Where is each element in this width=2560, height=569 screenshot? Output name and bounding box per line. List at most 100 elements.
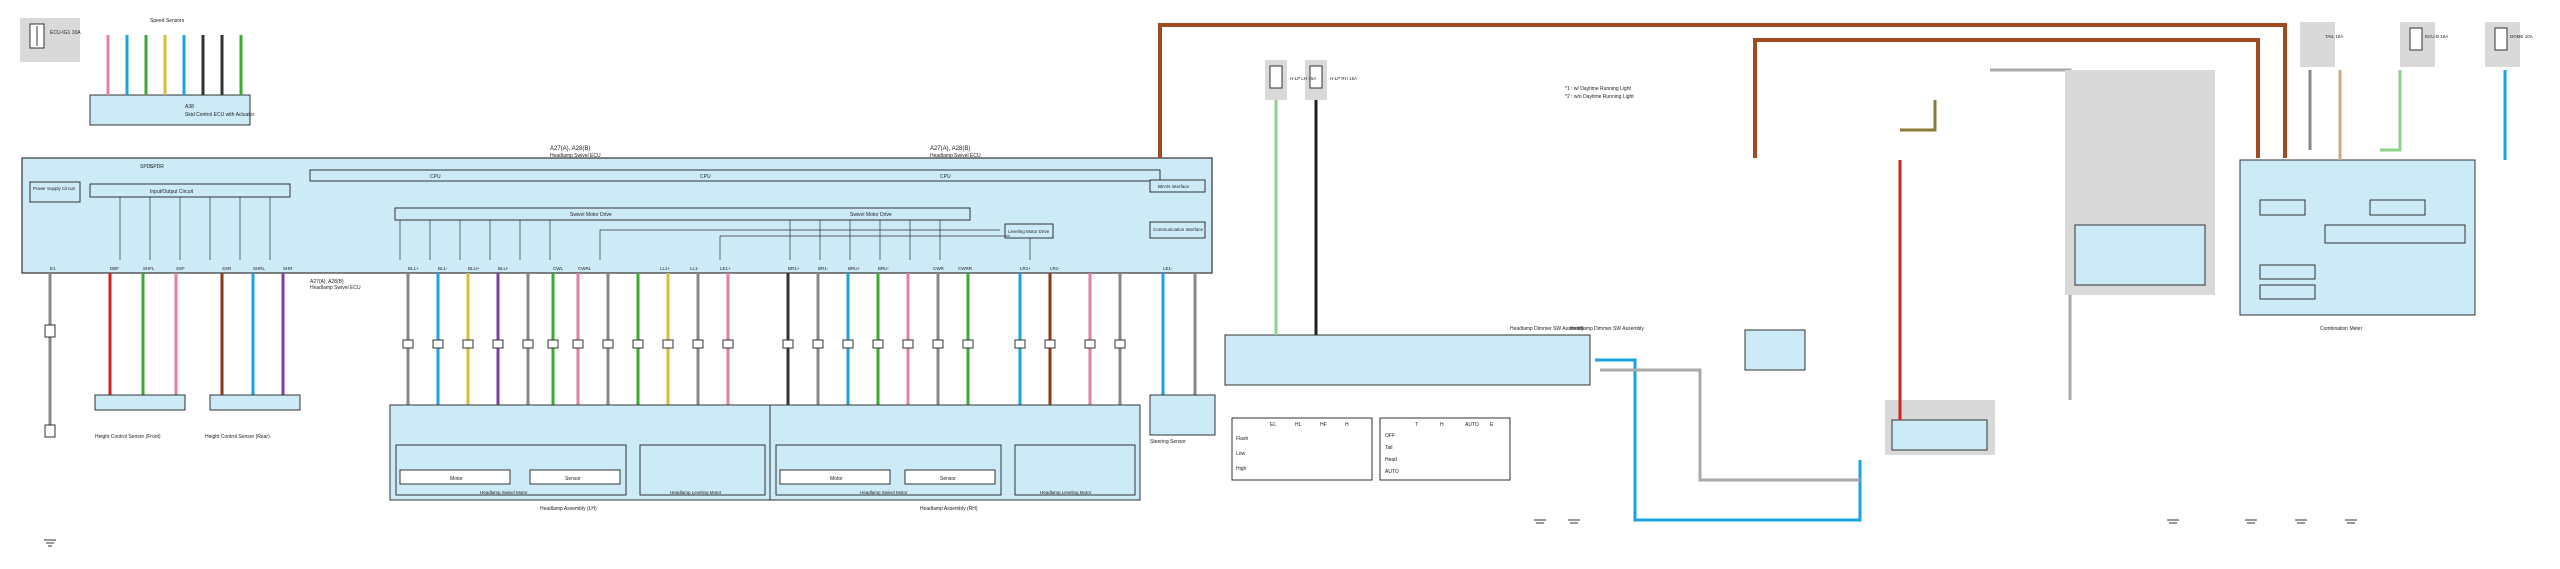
swivel-motor-box-rh — [775, 444, 1002, 496]
pin-label: SHFL — [143, 266, 155, 271]
pin-label: CWL — [553, 266, 563, 271]
leveling-motor-drive — [1004, 223, 1054, 239]
table-col-label: E — [1490, 422, 1494, 428]
pin-label: CWRL — [578, 266, 592, 271]
ecu-id-label: A38 — [185, 104, 194, 110]
ecu-main-name-3: A27(A), A28(B) — [310, 279, 344, 285]
internal-label: Leveling Motor Drive — [1008, 229, 1050, 234]
pin-label: BL1+ — [408, 266, 419, 271]
pin-label: LL1- — [690, 266, 700, 271]
cpu-label: CPU — [430, 174, 441, 180]
pin-label: LR1+ — [1020, 266, 1031, 271]
pin-label: BLU+ — [468, 266, 480, 271]
fuse-icon — [2494, 27, 2508, 51]
component-label: Height Control Sensor (Rear) — [205, 434, 270, 440]
table-col-label: H — [1345, 422, 1349, 428]
internal-label: Communication Interface — [1153, 227, 1204, 232]
component-label: Combination Meter — [2320, 326, 2363, 332]
meter-block — [2369, 199, 2426, 216]
pin-label: E1 — [50, 266, 56, 271]
sensor-label: Sensor — [565, 476, 581, 482]
pin-label: BR1+ — [788, 266, 800, 271]
component-label: Headlamp Dimmer SW Assembly — [1510, 326, 1584, 332]
connector-blocks — [44, 324, 1126, 438]
component-label: Headlamp Dimmer SW Assembly — [1570, 326, 1644, 332]
brown-bus — [1158, 23, 2287, 158]
table-row-label: High — [1236, 466, 1247, 472]
pin-label: SPDR — [150, 164, 164, 170]
internal-label: Swivel Motor Drive — [570, 212, 612, 218]
dimmer-switch-assembly — [1224, 334, 1591, 386]
relay-box — [1891, 419, 1988, 451]
right-mid-wires — [1898, 68, 2072, 420]
headlamp-assembly-rh — [769, 404, 1141, 501]
meter-block — [2259, 264, 2316, 280]
relay-panel — [1744, 329, 1806, 371]
meter-block — [2259, 199, 2306, 216]
table-col-label: HF — [1320, 422, 1327, 428]
meter-block — [2259, 284, 2316, 300]
pin-label: LR1- — [1050, 266, 1060, 271]
component-label: Height Control Sensor (Front) — [95, 434, 161, 440]
meter-circuit — [2324, 224, 2466, 244]
table-col-label: EL — [1270, 422, 1276, 428]
table-row-label: Flash — [1236, 436, 1248, 442]
pin-label: SPDL — [140, 164, 153, 170]
headlamp-assembly-lh — [389, 404, 771, 501]
component-label: Headlamp Assembly (LH) — [540, 506, 597, 512]
table-row-label: Tail — [1385, 445, 1393, 451]
fuse-label: ECU-B 10A — [2425, 34, 2448, 39]
note-text: *1 : w/ Daytime Running Light — [1565, 86, 1631, 92]
motor-label: Motor — [450, 476, 463, 482]
ecu-name-label: Skid Control ECU with Actuator — [185, 112, 255, 118]
fuse-box-right — [2300, 22, 2335, 67]
swivel-motor-drive — [394, 207, 971, 221]
height-sensor-front — [94, 394, 186, 411]
skid-control-ecu — [89, 94, 251, 126]
internal-label: Swivel Motor Drive — [850, 212, 892, 218]
cpu-bar-top — [309, 169, 1161, 182]
leveling-motor-box — [639, 444, 766, 496]
ecu-main-name: A27(A), A28(B) — [550, 146, 590, 152]
light-table-rows: Flash Low High EL HL HF H — [1236, 422, 1349, 472]
component-label: Steering Sensor — [1150, 439, 1186, 445]
bean-interface — [1149, 179, 1206, 193]
ecu-main-subname-3: Headlamp Swivel ECU — [310, 285, 361, 291]
pin-label: CWR — [933, 266, 944, 271]
fuse-icon — [2409, 27, 2423, 51]
motor-box-rh — [779, 469, 891, 485]
right-wires — [2308, 70, 2507, 160]
communication-interface — [1149, 221, 1206, 239]
component-label: Headlamp Assembly (RH) — [920, 506, 978, 512]
table-row-label: Head — [1385, 457, 1397, 463]
sensor-box — [529, 469, 621, 485]
steering-sensor — [1149, 394, 1216, 436]
relay-inner — [2074, 224, 2206, 286]
fuse-box-topleft — [20, 18, 80, 62]
pin-label: SSR — [222, 266, 232, 271]
table-row-label: OFF — [1385, 433, 1395, 439]
pin-label: SHR — [283, 266, 293, 271]
swivel-motor-box — [395, 444, 627, 496]
pin-label: LL1+ — [660, 266, 671, 271]
leveling-motor-box-rh — [1014, 444, 1136, 496]
table-row-label: AUTO — [1385, 469, 1399, 475]
speed-sensor-arrows — [106, 35, 243, 95]
mid-wires — [1274, 100, 1862, 522]
pin-label: BRU- — [878, 266, 890, 271]
ground-symbols — [44, 519, 2357, 547]
sensor-box-rh — [904, 469, 996, 485]
fuse-label: H-LP RH 15A — [1330, 76, 1357, 81]
pin-label: LE1- — [1163, 266, 1173, 271]
fuse-label: DOME 10A — [2510, 34, 2533, 39]
table-col-label: AUTO — [1465, 422, 1479, 428]
motor-label: Headlamp Leveling Motor — [1040, 490, 1092, 495]
internal-label: Input/Output Circuit — [150, 189, 194, 195]
tail-control-table — [1379, 417, 1511, 481]
height-sensor-rear — [209, 394, 301, 411]
pin-label: DBF — [110, 266, 119, 271]
internal-label: Power Supply Circuit — [33, 186, 76, 191]
table-col-label: T — [1415, 422, 1418, 428]
